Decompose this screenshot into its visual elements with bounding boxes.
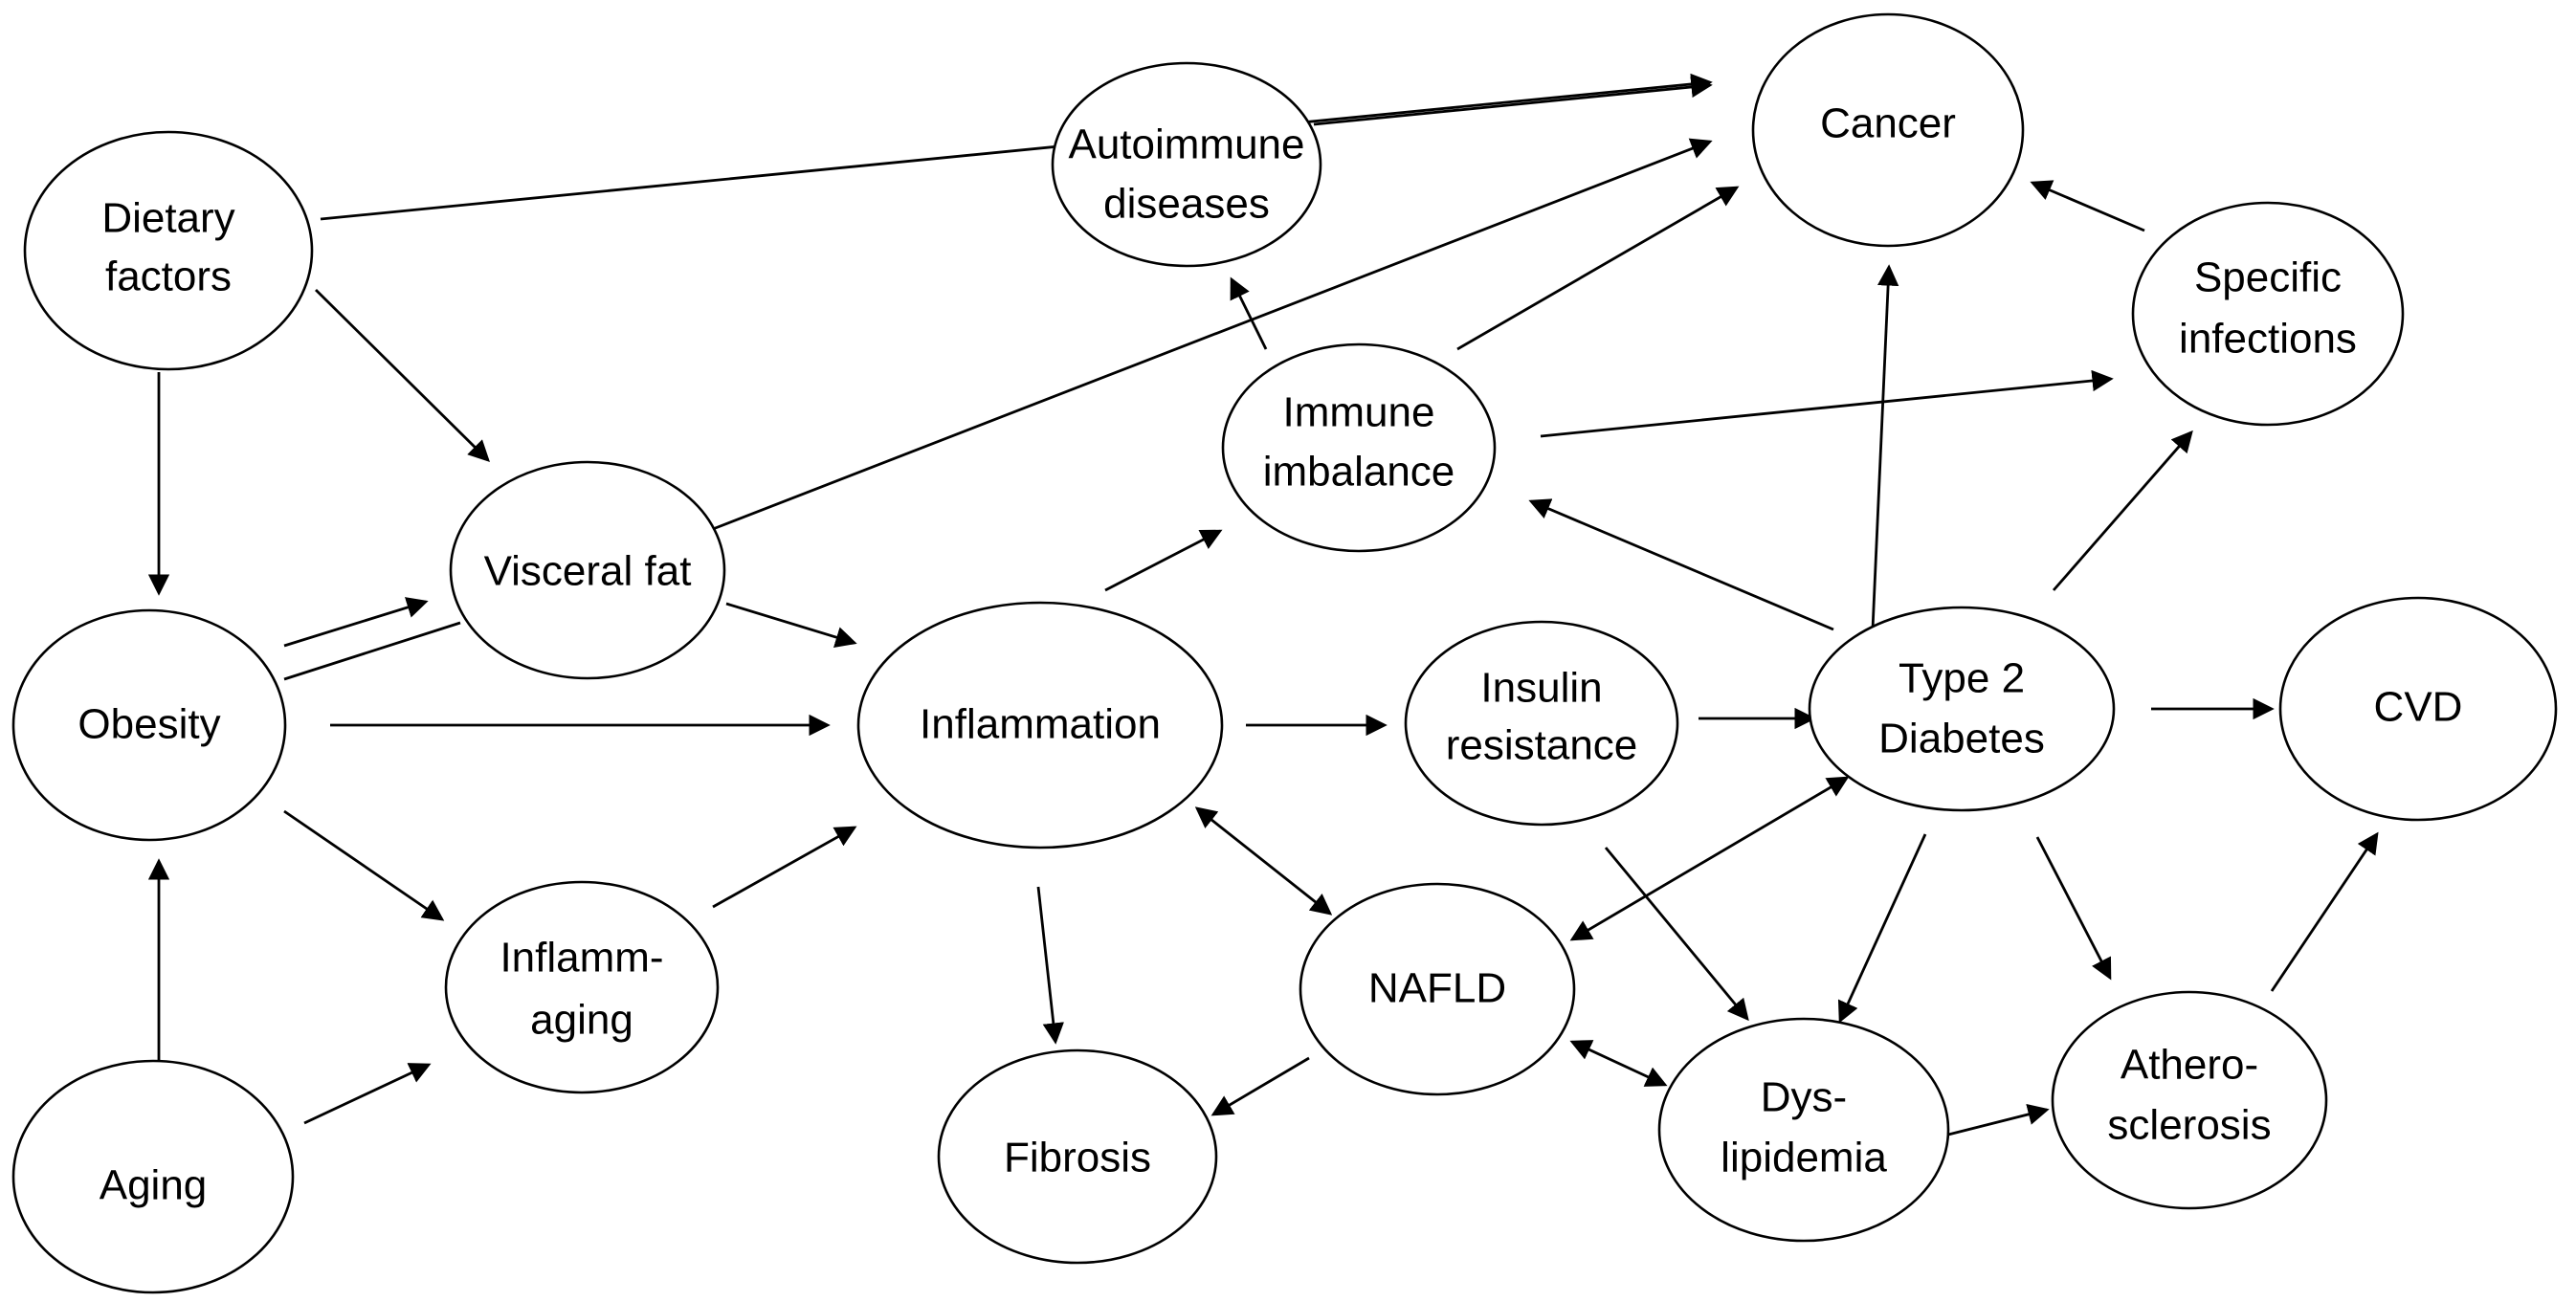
node-label-line: NAFLD [1368,965,1506,1012]
node-label-line: Aging [100,1162,208,1209]
node-label-line: Fibrosis [1004,1135,1151,1181]
node-type-2-diabetes: Type 2 Diabetes [1808,606,2116,812]
node-label-line: Visceral fat [484,548,692,595]
node-label-line: Diabetes [1878,716,2045,762]
node-label-line: Dys- [1761,1074,1847,1121]
edges [147,73,2379,1136]
edge-dietary-to-visceral [315,289,490,462]
node-label-line: infections [2179,316,2357,363]
edge-specific-to-cancer [2030,180,2145,232]
node-autoimmune-diseases: Autoimmune diseases [1051,61,1322,268]
node-label-line: CVD [2374,684,2463,731]
edge-inflammation-to-immune [1104,529,1223,592]
node-label-line: Dietary [101,195,234,242]
node-label-line: lipidemia [1721,1135,1887,1181]
edge-obesity-to-visceral-lower [283,621,461,681]
edge-nafld-to-fibrosis [1210,1056,1310,1116]
node-immune-imbalance: Immune imbalance [1221,342,1497,553]
node-label-line: Specific [2194,254,2342,301]
edge-t2d-to-specific [2052,430,2193,591]
edge-visceral-to-cancer [712,138,1713,531]
edge-inflammation-to-fibrosis [1036,886,1064,1045]
edge-t2d-to-cancer [1871,264,1899,630]
edge-athero-to-cvd [2270,831,2379,992]
node-label-line: Obesity [78,701,220,748]
edge-dyslipidemia-to-athero [1947,1103,2050,1136]
node-label-line: factors [105,254,232,300]
node-inflammation: Inflammation [856,601,1224,850]
node-cancer: Cancer [1751,12,2025,248]
edge-immune-to-cancer [1456,186,1740,351]
edge-t2d-nafld-bidirectional [1569,776,1850,941]
node-label-line: imbalance [1263,449,1455,496]
edge-t2d-to-dyslipidemia [1837,833,1927,1024]
node-label-line: Athero- [2121,1042,2258,1089]
node-label-line: Type 2 [1899,655,2025,702]
node-specific-infections: Specific infections [2131,201,2405,427]
node-label-line: sclerosis [2107,1102,2271,1149]
node-label-line: diseases [1103,181,1270,228]
edge-autoimmune-to-cancer [1313,76,1713,126]
node-label-line: Autoimmune [1068,121,1304,168]
node-label-line: Immune [1283,389,1435,436]
node-cvd: CVD [2278,596,2558,822]
node-label-line: Inflamm- [500,935,663,982]
edge-visceral-to-inflammation [725,602,857,648]
node-atherosclerosis: Athero- sclerosis [2051,990,2328,1210]
node-visceral-fat: Visceral fat [449,460,726,680]
node-dyslipidemia: Dys- lipidemia [1657,1017,1950,1243]
node-label-line: resistance [1446,722,1638,769]
edge-aging-to-inflammaging [303,1063,432,1125]
node-label-line: Inflammation [920,701,1161,748]
edge-insulin-to-dyslipidemia [1604,847,1749,1022]
edge-obesity-to-visceral-upper [283,597,429,648]
nodes: Dietary factors Autoimmune diseases Canc… [11,12,2558,1294]
node-aging: Aging [11,1059,295,1294]
node-label-line: Insulin [1480,665,1602,712]
node-dietary-factors: Dietary factors [23,130,314,371]
edge-immune-to-autoimmune [1230,276,1268,350]
node-obesity: Obesity [11,608,287,842]
edge-nafld-dyslipidemia-bidirectional [1569,1040,1668,1087]
node-inflammaging: Inflamm- aging [444,880,720,1094]
node-nafld: NAFLD [1299,882,1576,1096]
edge-inflammation-nafld-bidirectional [1194,806,1333,916]
edge-inflammaging-to-inflammation [712,826,857,909]
edge-t2d-to-athero [2035,836,2112,981]
node-insulin-resistance: Insulin resistance [1404,620,1679,827]
edge-immune-to-specific [1540,369,2114,438]
edge-dietary-to-cancer [320,73,1713,221]
node-label-line: aging [530,997,633,1044]
edge-t2d-to-immune [1528,498,1834,631]
node-label-line: Cancer [1820,100,1956,147]
node-fibrosis: Fibrosis [937,1048,1218,1265]
edge-obesity-to-inflammaging [283,809,445,921]
